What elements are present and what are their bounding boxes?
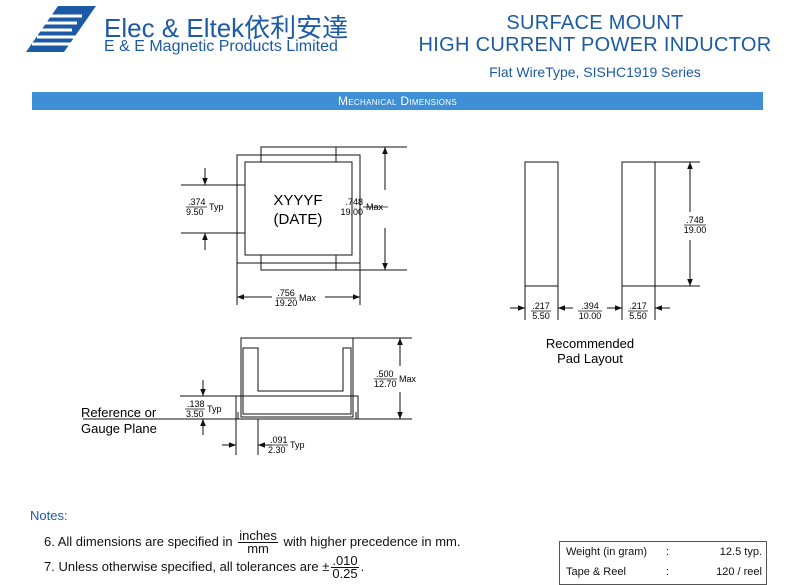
side-height-dim: .500 12.70 Max [374,369,417,389]
svg-text:12.70: 12.70 [374,379,397,389]
pad-caption-line-2: Pad Layout [557,351,623,366]
svg-text:.748: .748 [686,215,704,225]
company-logo [26,6,96,52]
reference-line-2: Gauge Plane [81,421,157,436]
svg-text:Max: Max [399,374,417,384]
company-subtitle: E & E Magnetic Products Limited [104,38,338,55]
svg-text:19.00: 19.00 [684,225,707,235]
note-6: 6. All dimensions are specified in inche… [44,528,461,556]
svg-text:5.50: 5.50 [629,311,647,321]
svg-text:9.50: 9.50 [186,207,204,217]
spec-row-weight: Weight (in gram) : 12.5 typ. [566,546,762,558]
spec-table: Weight (in gram) : 12.5 typ. Tape & Reel… [559,541,767,585]
svg-text:.091: .091 [270,435,288,445]
svg-text:19.20: 19.20 [275,298,298,308]
svg-text:.138: .138 [187,399,205,409]
pad-left [524,161,559,287]
side-view-body [240,337,354,418]
series-subtitle: Flat WireType, SISHC1919 Series [489,64,701,80]
svg-text:.756: .756 [277,288,295,298]
side-lead-width-dim: .091 2.30 Typ [268,435,305,455]
svg-text:10.00: 10.00 [579,311,602,321]
pad-caption-line-1: Recommended [546,336,634,351]
svg-text:.748: .748 [345,197,363,207]
svg-text:.217: .217 [532,301,550,311]
svg-text:.217: .217 [629,301,647,311]
title-line-2: HIGH CURRENT POWER INDUCTOR [418,34,772,56]
pad-width-left-dim: .217 5.50 [531,301,551,321]
svg-text:Max: Max [366,202,384,212]
section-banner: Mechanical Dimensions [32,92,763,110]
title-line-1: SURFACE MOUNT [506,12,684,34]
pad-width-right-dim: .217 5.50 [628,301,648,321]
spec-row-tape-reel: Tape & Reel : 120 / reel [566,566,762,578]
marking-line-1: XYYYF [273,192,322,209]
document-title-block: SURFACE MOUNT HIGH CURRENT POWER INDUCTO… [395,12,795,80]
notes-title: Notes: [30,508,68,523]
top-width-dim: .756 19.20 Max [275,288,317,308]
pad-height-dim: .748 19.00 [684,215,707,235]
svg-text:19.00: 19.00 [340,207,363,217]
marking-line-2: (DATE) [274,211,323,228]
svg-text:2.30: 2.30 [268,445,286,455]
top-height-dim: .748 19.00 Max [340,197,388,217]
svg-text:Typ: Typ [207,404,222,414]
mechanical-drawing: XYYYF (DATE) .748 19.00 Max .374 9.50 Ty… [81,146,707,455]
svg-text:5.50: 5.50 [532,311,550,321]
svg-text:Max: Max [299,293,317,303]
svg-text:Typ: Typ [290,440,305,450]
top-inner-dim: .374 9.50 Typ [186,197,224,217]
svg-text:Typ: Typ [209,202,224,212]
svg-text:.394: .394 [581,301,599,311]
side-lead-height-dim: .138 3.50 Typ [185,399,222,419]
pad-gap-dim: .394 10.00 [578,301,602,321]
svg-text:.500: .500 [376,369,394,379]
svg-text:.374: .374 [188,197,206,207]
company-name: Elec & Eltek依利安達 [104,13,349,43]
svg-text:3.50: 3.50 [186,409,204,419]
reference-line-1: Reference or [81,405,157,420]
note-7: 7. Unless otherwise specified, all toler… [44,553,365,581]
pad-right [621,161,656,287]
